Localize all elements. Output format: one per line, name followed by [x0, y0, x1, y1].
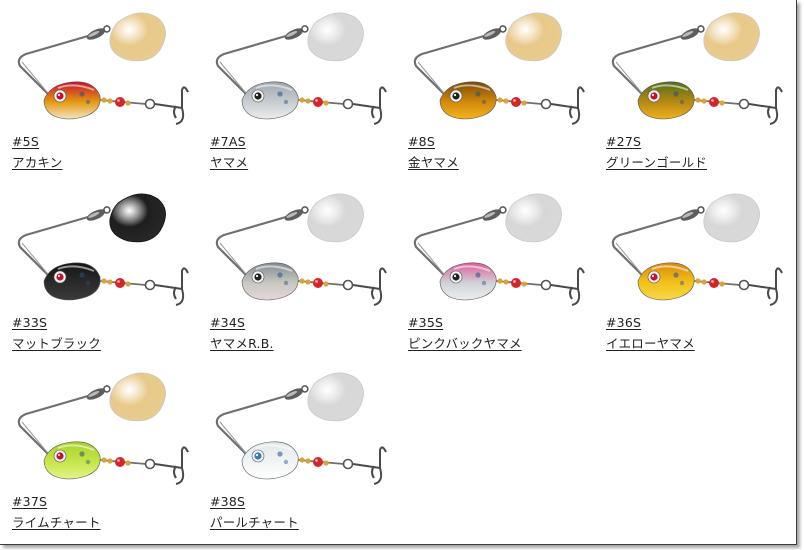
blade: [109, 193, 166, 243]
lure-body: [439, 262, 497, 301]
lure-image: [17, 12, 189, 125]
lure-card: #33S マットブラック: [0, 193, 190, 363]
treble-hook: [352, 446, 387, 485]
treble-hook: [748, 86, 783, 125]
color-name-link[interactable]: ピンクバックヤマメ: [408, 336, 522, 351]
lure-image: [215, 193, 387, 306]
swivel: [86, 25, 111, 40]
blade: [109, 372, 166, 422]
treble-hook: [352, 86, 387, 125]
lure-body: [43, 262, 101, 301]
lure-card: #8S 金ヤマメ: [396, 12, 586, 182]
lure-image: [611, 12, 783, 125]
color-name-link[interactable]: イエローヤマメ: [606, 336, 695, 351]
color-name-link[interactable]: アカキン: [12, 155, 63, 170]
blade: [307, 193, 364, 243]
wire-arm: [611, 34, 683, 99]
color-name-link[interactable]: パールチャート: [210, 515, 299, 530]
swivel: [680, 25, 705, 40]
color-code-link[interactable]: #33S: [12, 315, 48, 330]
color-name-link[interactable]: ヤマメR.B.: [210, 336, 274, 351]
lure-card: #35S ピンクバックヤマメ: [396, 193, 586, 363]
lure-image: [413, 12, 585, 125]
lure-body: [43, 441, 101, 480]
wire-arm: [413, 215, 485, 280]
wire-arm: [17, 215, 89, 280]
treble-hook: [748, 267, 783, 306]
color-code-link[interactable]: #7AS: [210, 134, 246, 149]
swivel: [482, 25, 507, 40]
treble-hook: [154, 267, 189, 306]
blade: [703, 193, 760, 243]
lure-card: #34S ヤマメR.B.: [198, 193, 388, 363]
lure-body: [241, 441, 299, 480]
treble-hook: [154, 86, 189, 125]
color-name-link[interactable]: マットブラック: [12, 336, 101, 351]
lure-body: [637, 262, 695, 301]
wire-arm: [17, 394, 89, 459]
lure-card: #38S パールチャート: [198, 372, 388, 542]
lure-body: [43, 81, 101, 120]
color-code-link[interactable]: #8S: [408, 134, 435, 149]
lure-image: [413, 193, 585, 306]
lure-card: #37S ライムチャート: [0, 372, 190, 542]
lure-image: [215, 372, 387, 485]
color-code-link[interactable]: #5S: [12, 134, 39, 149]
color-code-link[interactable]: #37S: [12, 494, 48, 509]
color-code-link[interactable]: #36S: [606, 315, 642, 330]
lure-grid: #5S アカキン: [0, 12, 784, 542]
lure-body: [241, 262, 299, 301]
treble-hook: [550, 267, 585, 306]
swivel: [86, 206, 111, 221]
treble-hook: [352, 267, 387, 306]
color-code-link[interactable]: #35S: [408, 315, 444, 330]
blade: [505, 193, 562, 243]
lure-image: [611, 193, 783, 306]
blade: [109, 12, 166, 62]
lure-image: [215, 12, 387, 125]
blade: [703, 12, 760, 62]
lure-image: [17, 193, 189, 306]
wire-arm: [17, 34, 89, 99]
treble-hook: [550, 86, 585, 125]
color-name-link[interactable]: グリーンゴールド: [606, 155, 707, 170]
color-code-link[interactable]: #27S: [606, 134, 642, 149]
wire-arm: [611, 215, 683, 280]
lure-body: [439, 81, 497, 120]
swivel: [482, 206, 507, 221]
blade: [307, 372, 364, 422]
lure-card: #7AS ヤマメ: [198, 12, 388, 182]
wire-arm: [215, 34, 287, 99]
color-name-link[interactable]: 金ヤマメ: [408, 155, 459, 170]
swivel: [86, 385, 111, 400]
lure-body: [241, 81, 299, 120]
wire-arm: [215, 215, 287, 280]
wire-arm: [413, 34, 485, 99]
color-code-link[interactable]: #34S: [210, 315, 246, 330]
wire-arm: [215, 394, 287, 459]
lure-card: #27S グリーンゴールド: [594, 12, 784, 182]
lure-image: [17, 372, 189, 485]
swivel: [284, 206, 309, 221]
color-code-link[interactable]: #38S: [210, 494, 246, 509]
color-name-link[interactable]: ヤマメ: [210, 155, 249, 170]
lure-card: #36S イエローヤマメ: [594, 193, 784, 363]
swivel: [284, 25, 309, 40]
color-name-link[interactable]: ライムチャート: [12, 515, 101, 530]
swivel: [680, 206, 705, 221]
treble-hook: [154, 446, 189, 485]
lure-card: #5S アカキン: [0, 12, 190, 182]
blade: [505, 12, 562, 62]
swivel: [284, 385, 309, 400]
blade: [307, 12, 364, 62]
lure-body: [637, 81, 695, 120]
